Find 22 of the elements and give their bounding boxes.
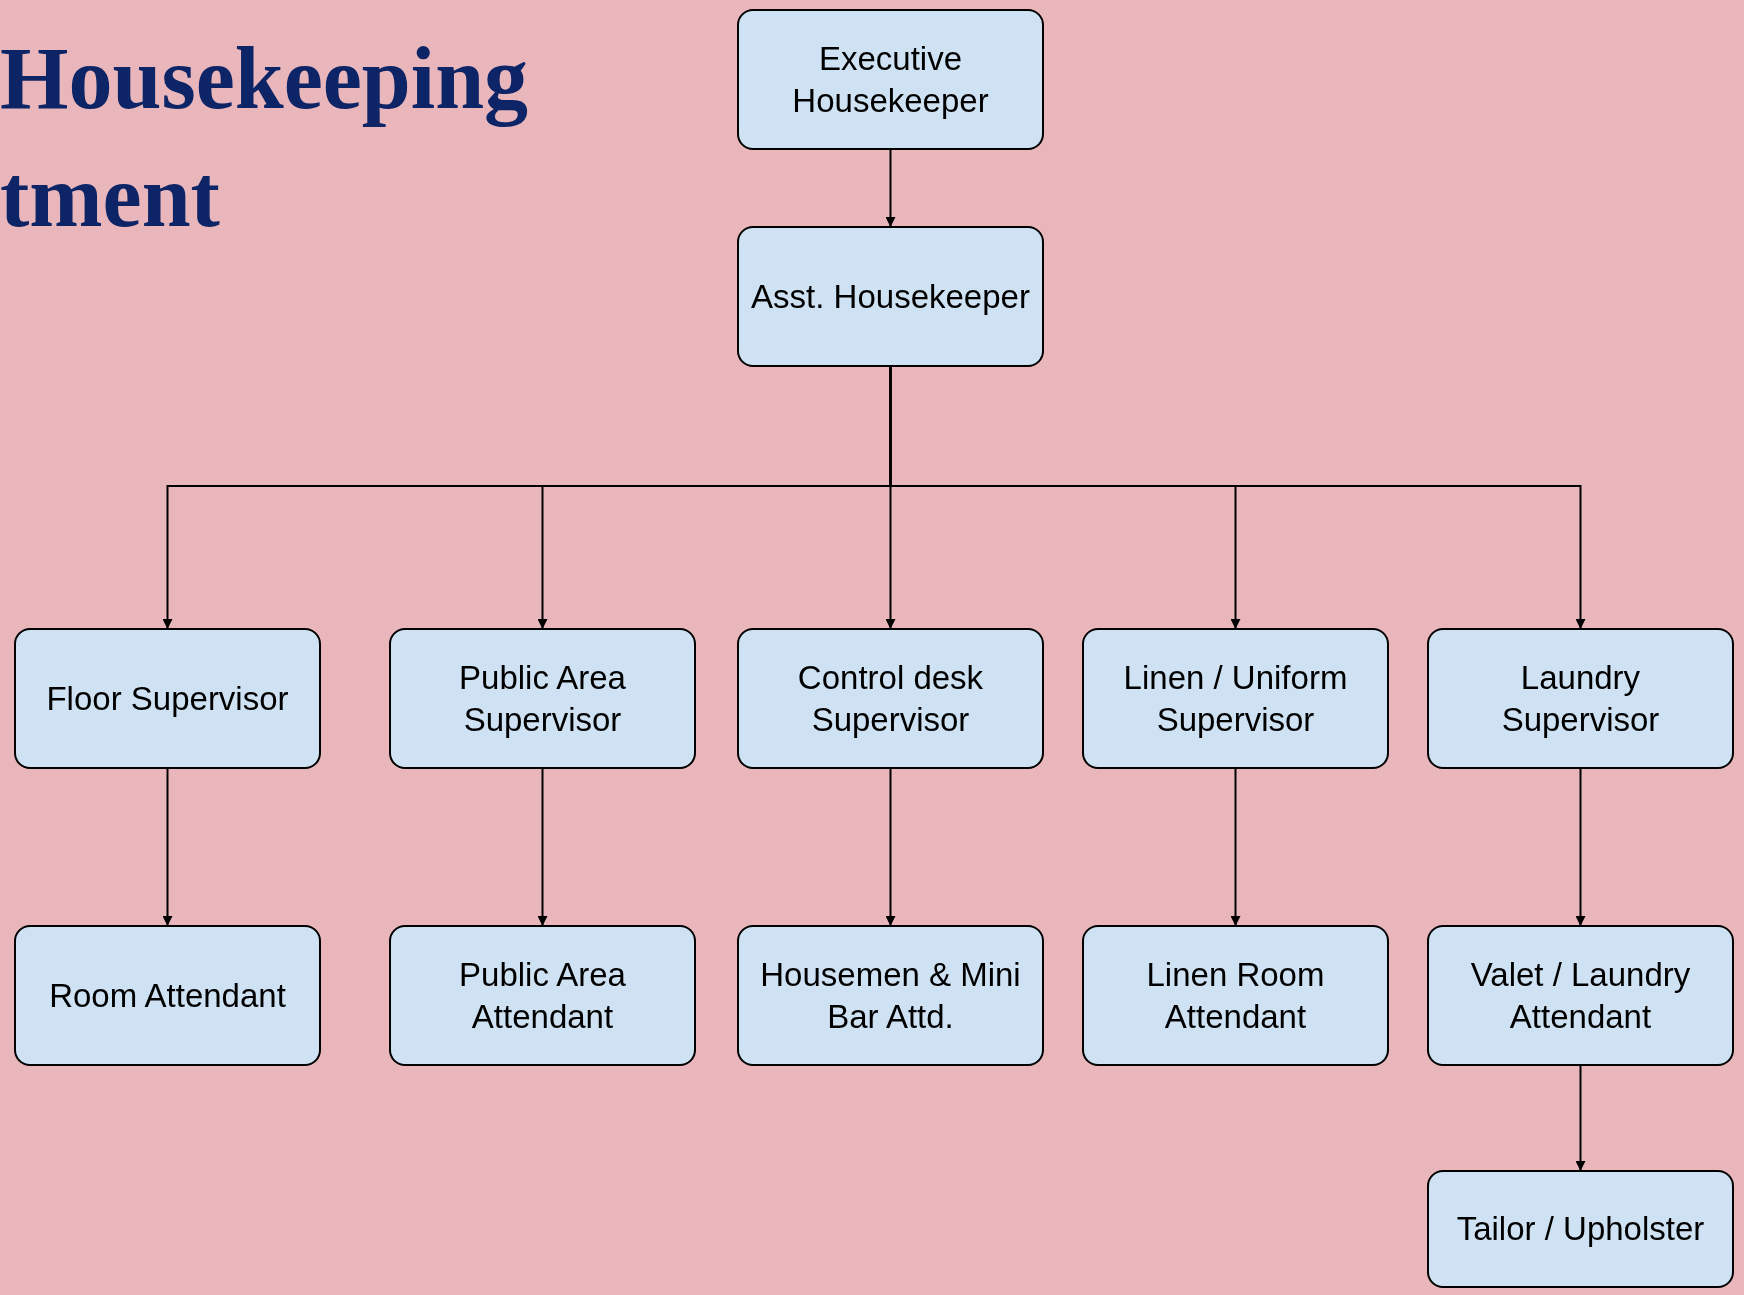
role-box: Laundry Supervisor [1427,628,1734,769]
role-box: Linen / Uniform Supervisor [1082,628,1389,769]
role-box: Room Attendant [14,925,321,1066]
arrow [885,149,896,227]
arrow [537,768,548,926]
title: Housekeeping tment [0,29,530,247]
arrow [889,366,1586,629]
role-box: Public Area Attendant [389,925,696,1066]
role-box: Control desk Supervisor [737,628,1044,769]
arrow [1230,768,1241,926]
arrow [885,768,896,926]
role-box: Executive Housekeeper [737,9,1044,150]
role-box: Public Area Supervisor [389,628,696,769]
arrow [1575,1065,1586,1171]
arrow [1575,768,1586,926]
role-box: Floor Supervisor [14,628,321,769]
role-box: Linen Room Attendant [1082,925,1389,1066]
role-box: Valet / Laundry Attendant [1427,925,1734,1066]
arrow [162,768,173,926]
role-box: Housemen & Mini Bar Attd. [737,925,1044,1066]
role-box: Tailor / Upholster [1427,1170,1734,1288]
role-box: Asst. Housekeeper [737,226,1044,367]
